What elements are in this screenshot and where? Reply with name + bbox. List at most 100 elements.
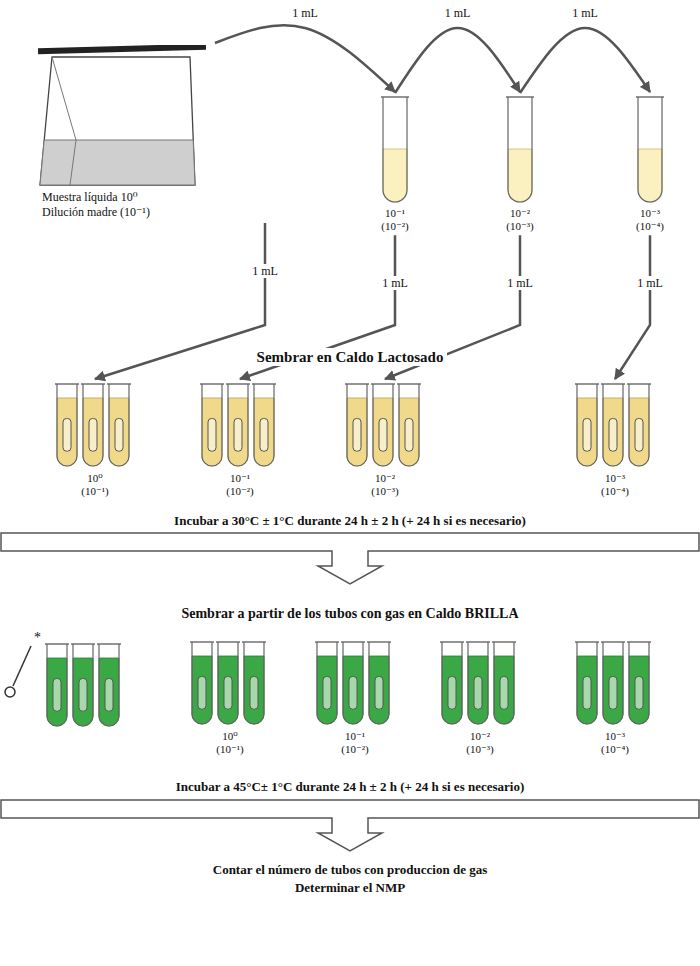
durham-tube	[260, 418, 268, 451]
tube-rim	[55, 383, 79, 384]
flow-band-arrow	[1, 800, 699, 851]
tube-glass	[343, 642, 363, 724]
tube-rim	[226, 383, 250, 384]
tube-liquid	[83, 398, 103, 466]
container-fold	[52, 57, 76, 185]
inoculation-loop-handle	[13, 646, 31, 686]
tube-outline	[442, 642, 462, 724]
tube-rim	[345, 383, 369, 384]
tube-rim	[45, 643, 69, 644]
tube-rim	[601, 383, 625, 384]
durham-tube	[224, 676, 232, 709]
durham-tube	[474, 676, 482, 709]
tube-glass	[254, 384, 274, 466]
step-text: Contar el número de tubos con produccion…	[213, 862, 487, 878]
tube-rim	[440, 641, 464, 642]
tube-drawing	[574, 382, 656, 470]
tube-glass	[73, 644, 93, 726]
tube-outline	[47, 644, 67, 726]
tube-glass	[369, 642, 389, 724]
durham-tube	[105, 678, 113, 711]
durham-tube	[198, 676, 206, 709]
tube-group: 10⁰ (10⁻¹)	[54, 382, 136, 497]
dilution-label: 10⁻³ (10⁻⁴)	[601, 472, 629, 497]
tube-glass	[603, 384, 623, 466]
dilution-label: 10⁻¹ (10⁻²)	[341, 730, 368, 755]
tube-liquid	[577, 398, 597, 466]
tube-liquid	[577, 656, 597, 724]
tube-rim	[575, 383, 599, 384]
tube-drawing	[314, 640, 396, 728]
durham-tube	[349, 676, 357, 709]
tube-drawing	[380, 95, 410, 205]
durham-tube	[234, 418, 242, 451]
durham-tube	[583, 676, 591, 709]
tube-outline	[254, 384, 274, 466]
tube-liquid	[228, 398, 248, 466]
tube-outline	[399, 384, 419, 466]
tube-rim	[252, 383, 276, 384]
tube-rim	[341, 641, 365, 642]
dilution-label: 10⁰ (10⁻¹)	[216, 730, 243, 755]
durham-tube	[115, 418, 123, 451]
tube-rim	[627, 383, 651, 384]
volume-label: 1 mL	[504, 276, 536, 290]
tube-rim	[81, 383, 105, 384]
tube-glass	[383, 97, 407, 202]
dilution-label: 10⁻¹ (10⁻²)	[226, 472, 253, 497]
volume-label: 1 mL	[569, 6, 601, 20]
tube-rim	[466, 641, 490, 642]
tube-glass	[494, 642, 514, 724]
tube-outline	[317, 642, 337, 724]
tube-liquid	[629, 398, 649, 466]
tube-rim	[397, 383, 421, 384]
durham-tube	[500, 676, 508, 709]
tube-glass	[629, 384, 649, 466]
tube-outline	[577, 384, 597, 466]
tube-liquid	[468, 656, 488, 724]
dilution-label: 10⁻² (10⁻³)	[371, 472, 398, 497]
tube-outline	[83, 384, 103, 466]
tube-liquid	[638, 149, 662, 202]
step-text: Sembrar a partir de los tubos con gas en…	[181, 606, 518, 623]
durham-tube	[63, 418, 71, 451]
transfer-arrow	[95, 223, 265, 379]
tube-rim	[97, 643, 121, 644]
tube-glass	[218, 642, 238, 724]
tube-outline	[57, 384, 77, 466]
tube-rim	[315, 641, 339, 642]
tube-glass	[603, 642, 623, 724]
tube-group: 10⁻¹ (10⁻²)	[314, 640, 396, 755]
dilution-tube: 10⁻² (10⁻³)	[505, 95, 535, 232]
durham-tube	[208, 418, 216, 451]
volume-label: 1 mL	[289, 6, 321, 20]
tube-group: 10⁰ (10⁻¹)	[189, 640, 271, 755]
container-drawing	[30, 45, 210, 190]
dilution-tube: 10⁻³ (10⁻⁴)	[635, 95, 665, 232]
tube-outline	[369, 642, 389, 724]
tube-glass	[577, 642, 597, 724]
tube-rim	[492, 641, 516, 642]
transfer-arrow	[395, 28, 520, 93]
tube-glass	[109, 384, 129, 466]
volume-label: 1 mL	[442, 6, 474, 20]
tube-outline	[494, 642, 514, 724]
tube-group	[45, 644, 121, 726]
sample-container	[40, 57, 195, 185]
tube-outline	[202, 384, 222, 466]
volume-label: 1 mL	[634, 276, 666, 290]
tube-outline	[468, 642, 488, 724]
tube-rim	[71, 643, 95, 644]
tube-liquid	[244, 656, 264, 724]
durham-tube	[89, 418, 97, 451]
tube-liquid	[603, 398, 623, 466]
tube-rim	[107, 383, 131, 384]
tube-liquid	[99, 658, 119, 726]
tube-outline	[577, 642, 597, 724]
tube-drawing	[54, 382, 136, 470]
tube-liquid	[218, 656, 238, 724]
flow-band-arrow	[1, 533, 699, 584]
step-text: Incubar a 30°C ± 1°C durante 24 h ± 2 h …	[174, 513, 526, 529]
tube-rim	[506, 96, 534, 97]
dilution-label: 10⁻² (10⁻³)	[506, 207, 533, 232]
